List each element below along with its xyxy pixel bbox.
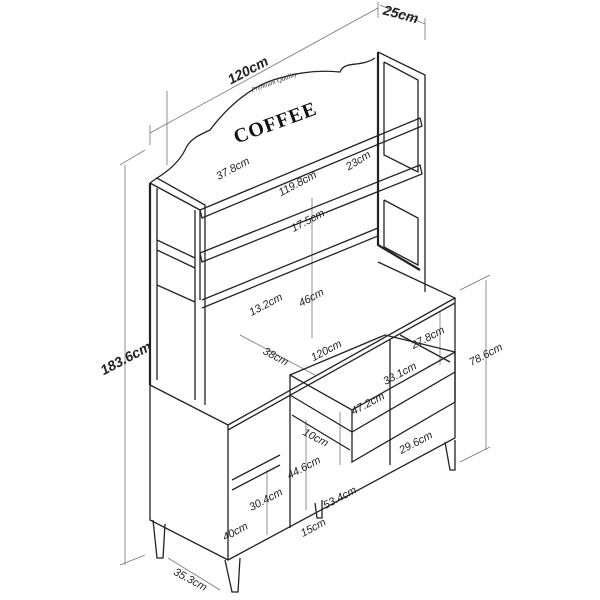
hutch bbox=[148, 51, 426, 405]
base-cabinet bbox=[149, 261, 457, 593]
